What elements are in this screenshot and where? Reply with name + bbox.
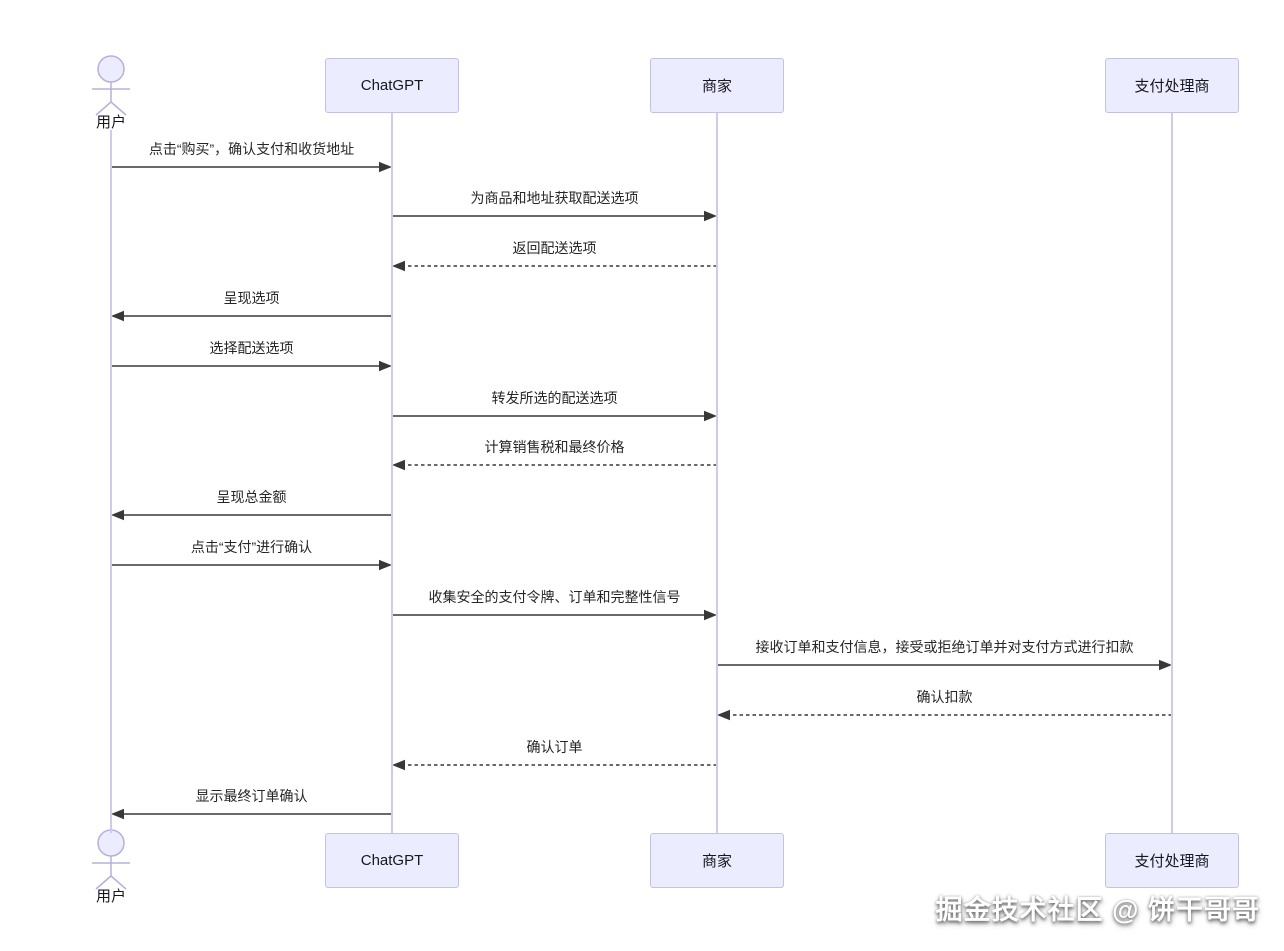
participant-top-chatgpt: ChatGPT bbox=[325, 58, 459, 113]
watermark: 掘金技术社区 @ 饼干哥哥 bbox=[935, 895, 1260, 925]
message-13-arrowhead-icon bbox=[392, 759, 405, 771]
participant-bottom-chatgpt: ChatGPT bbox=[325, 833, 459, 888]
participant-bottom-merchant: 商家 bbox=[650, 833, 784, 888]
message-3-arrowhead-icon bbox=[392, 260, 405, 272]
message-9-label: 点击“支付”进行确认 bbox=[190, 539, 313, 555]
message-11-label: 接收订单和支付信息，接受或拒绝订单并对支付方式进行扣款 bbox=[755, 639, 1134, 655]
message-6-label: 转发所选的配送选项 bbox=[491, 390, 618, 406]
participant-bottom-payment: 支付处理商 bbox=[1105, 833, 1239, 888]
lifeline-user bbox=[110, 130, 112, 833]
message-1-label: 点击“购买”，确认支付和收货地址 bbox=[148, 141, 355, 157]
message-12-arrowhead-icon bbox=[717, 709, 730, 721]
participant-top-merchant: 商家 bbox=[650, 58, 784, 113]
message-8-label: 呈现总金额 bbox=[216, 489, 287, 505]
message-4-arrowhead-icon bbox=[111, 310, 124, 322]
message-4-label: 呈现选项 bbox=[223, 290, 280, 306]
message-3-label: 返回配送选项 bbox=[512, 240, 597, 256]
message-5-label: 选择配送选项 bbox=[209, 340, 294, 356]
lifeline-chatgpt bbox=[391, 113, 393, 833]
message-13-label: 确认订单 bbox=[526, 739, 583, 755]
message-12-label: 确认扣款 bbox=[916, 689, 973, 705]
user-actor-icon-bottom bbox=[92, 829, 130, 890]
lifeline-merchant bbox=[716, 113, 718, 833]
user-actor-icon-top bbox=[92, 55, 130, 116]
message-2-label: 为商品和地址获取配送选项 bbox=[470, 190, 639, 206]
message-10-label: 收集安全的支付令牌、订单和完整性信号 bbox=[428, 589, 681, 605]
message-8-arrowhead-icon bbox=[111, 509, 124, 521]
message-7-arrowhead-icon bbox=[392, 459, 405, 471]
participant-top-payment: 支付处理商 bbox=[1105, 58, 1239, 113]
user-actor-label-top: 用户 bbox=[95, 114, 126, 131]
user-actor-label-bottom: 用户 bbox=[95, 888, 126, 905]
message-14-label: 显示最终订单确认 bbox=[195, 788, 308, 804]
lifeline-payment bbox=[1171, 113, 1173, 833]
message-14-arrowhead-icon bbox=[111, 808, 124, 820]
message-7-label: 计算销售税和最终价格 bbox=[484, 439, 625, 455]
